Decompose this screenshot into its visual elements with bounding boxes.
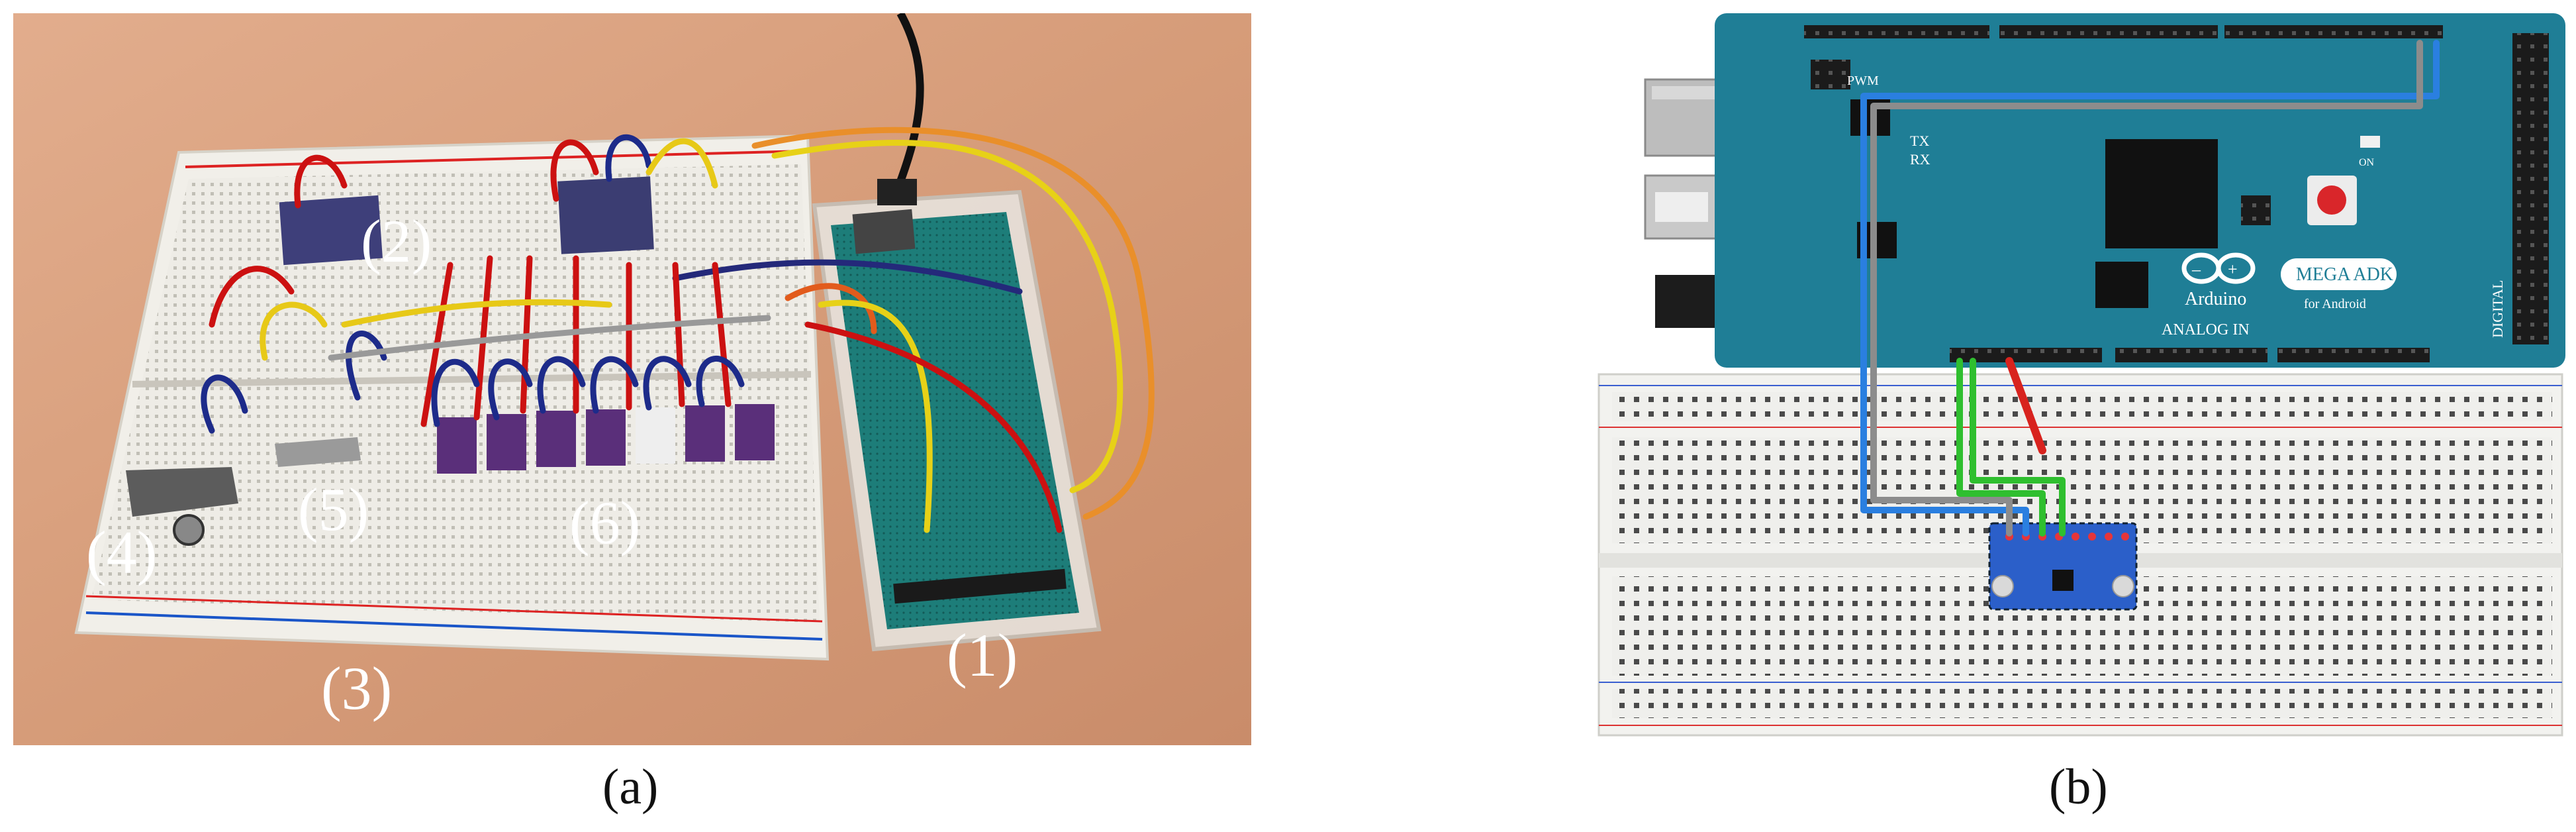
photo-panel-a: (1) (2) (3) (4) (5) (6) [13, 11, 1251, 745]
label-4: (4) [86, 519, 157, 586]
diagram-wires [1860, 40, 2440, 537]
digital-header [2512, 33, 2549, 344]
top-header-3 [2224, 25, 2443, 38]
wire-blue [1860, 40, 2440, 537]
top-header-1 [1804, 25, 1989, 38]
wire-gray [1870, 40, 2423, 537]
caption-a-letter: a [619, 759, 642, 815]
jumper-wires [201, 127, 1155, 533]
power-header [1950, 348, 2102, 362]
arduino-logo: – + Arduino [2181, 252, 2256, 309]
tx-label: TX [1910, 132, 1929, 149]
label-6: (6) [569, 489, 640, 556]
label-2: (2) [361, 207, 432, 275]
on-label: ON [2359, 157, 2375, 168]
digital-label: DIGITAL [2489, 280, 2506, 338]
model-badge [2281, 258, 2397, 290]
sensor-module-2 [279, 195, 383, 266]
wiring-diagram: TX RX PWM ON ANALOG IN DIGITAL – + Ardui… [1598, 13, 2565, 737]
svg-text:+: + [2228, 260, 2238, 279]
multiplexer-module [557, 176, 654, 254]
rx-label: RX [1910, 151, 1931, 168]
wire-green-1 [1956, 358, 2046, 537]
caption-a: (a) [602, 759, 659, 815]
pwm-label: PWM [1847, 74, 1879, 88]
arduino-brand: Arduino [2185, 289, 2246, 309]
analog-header-2 [2277, 348, 2430, 362]
bracket-5 [275, 437, 361, 467]
driver-module-row [437, 404, 775, 474]
caption-b-letter: b [2066, 759, 2091, 815]
wire-red [2005, 357, 2046, 454]
label-1: (1) [947, 621, 1018, 689]
analog-header-1 [2115, 348, 2267, 362]
wire-green-2 [1970, 358, 2066, 537]
wiring-panel-b: TX RX PWM ON ANALOG IN DIGITAL – + Ardui… [1586, 13, 2565, 742]
caption-b: (b) [2049, 759, 2108, 815]
model-sub-label: for Android [2304, 297, 2366, 311]
top-header-2 [1999, 25, 2218, 38]
label-3: (3) [321, 654, 392, 722]
svg-text:–: – [2191, 260, 2201, 279]
analog-in-label: ANALOG IN [2162, 321, 2250, 338]
icsp-header-top [1811, 60, 1850, 89]
label-5: (5) [298, 476, 369, 543]
model-label: MEGA ADK [2296, 264, 2393, 285]
mcu-chip [2105, 139, 2218, 248]
bracket-4 [126, 467, 238, 517]
prototype-photo: (1) (2) (3) (4) (5) (6) [13, 11, 1251, 745]
